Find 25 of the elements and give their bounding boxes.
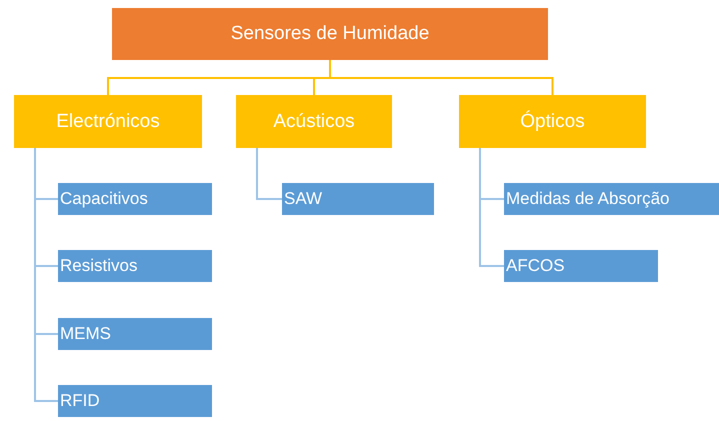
category-box xyxy=(459,95,646,148)
item-box xyxy=(504,183,719,215)
item-box xyxy=(58,250,212,282)
node-label: MEMS xyxy=(60,324,111,344)
root-box xyxy=(112,8,548,60)
item-box xyxy=(58,385,212,417)
node-label: Resistivos xyxy=(60,256,138,276)
item-box xyxy=(282,183,434,215)
item-box xyxy=(58,183,212,215)
item-box xyxy=(504,250,658,282)
node-label: Capacitivos xyxy=(60,189,148,209)
category-box xyxy=(14,95,202,148)
node-label: RFID xyxy=(60,391,100,411)
connector-line xyxy=(256,148,282,200)
node-label: Ópticos xyxy=(520,110,585,132)
node-label: Acústicos xyxy=(273,110,355,132)
category-box xyxy=(236,95,392,148)
node-label: AFCOS xyxy=(506,256,565,276)
connector-line xyxy=(479,148,504,267)
node-label: Medidas de Absorção xyxy=(506,189,670,209)
node-label: SAW xyxy=(284,189,322,209)
node-label: Sensores de Humidade xyxy=(230,23,430,45)
item-box xyxy=(58,318,212,350)
connector-line xyxy=(34,148,58,402)
node-label: Electrónicos xyxy=(56,110,160,132)
